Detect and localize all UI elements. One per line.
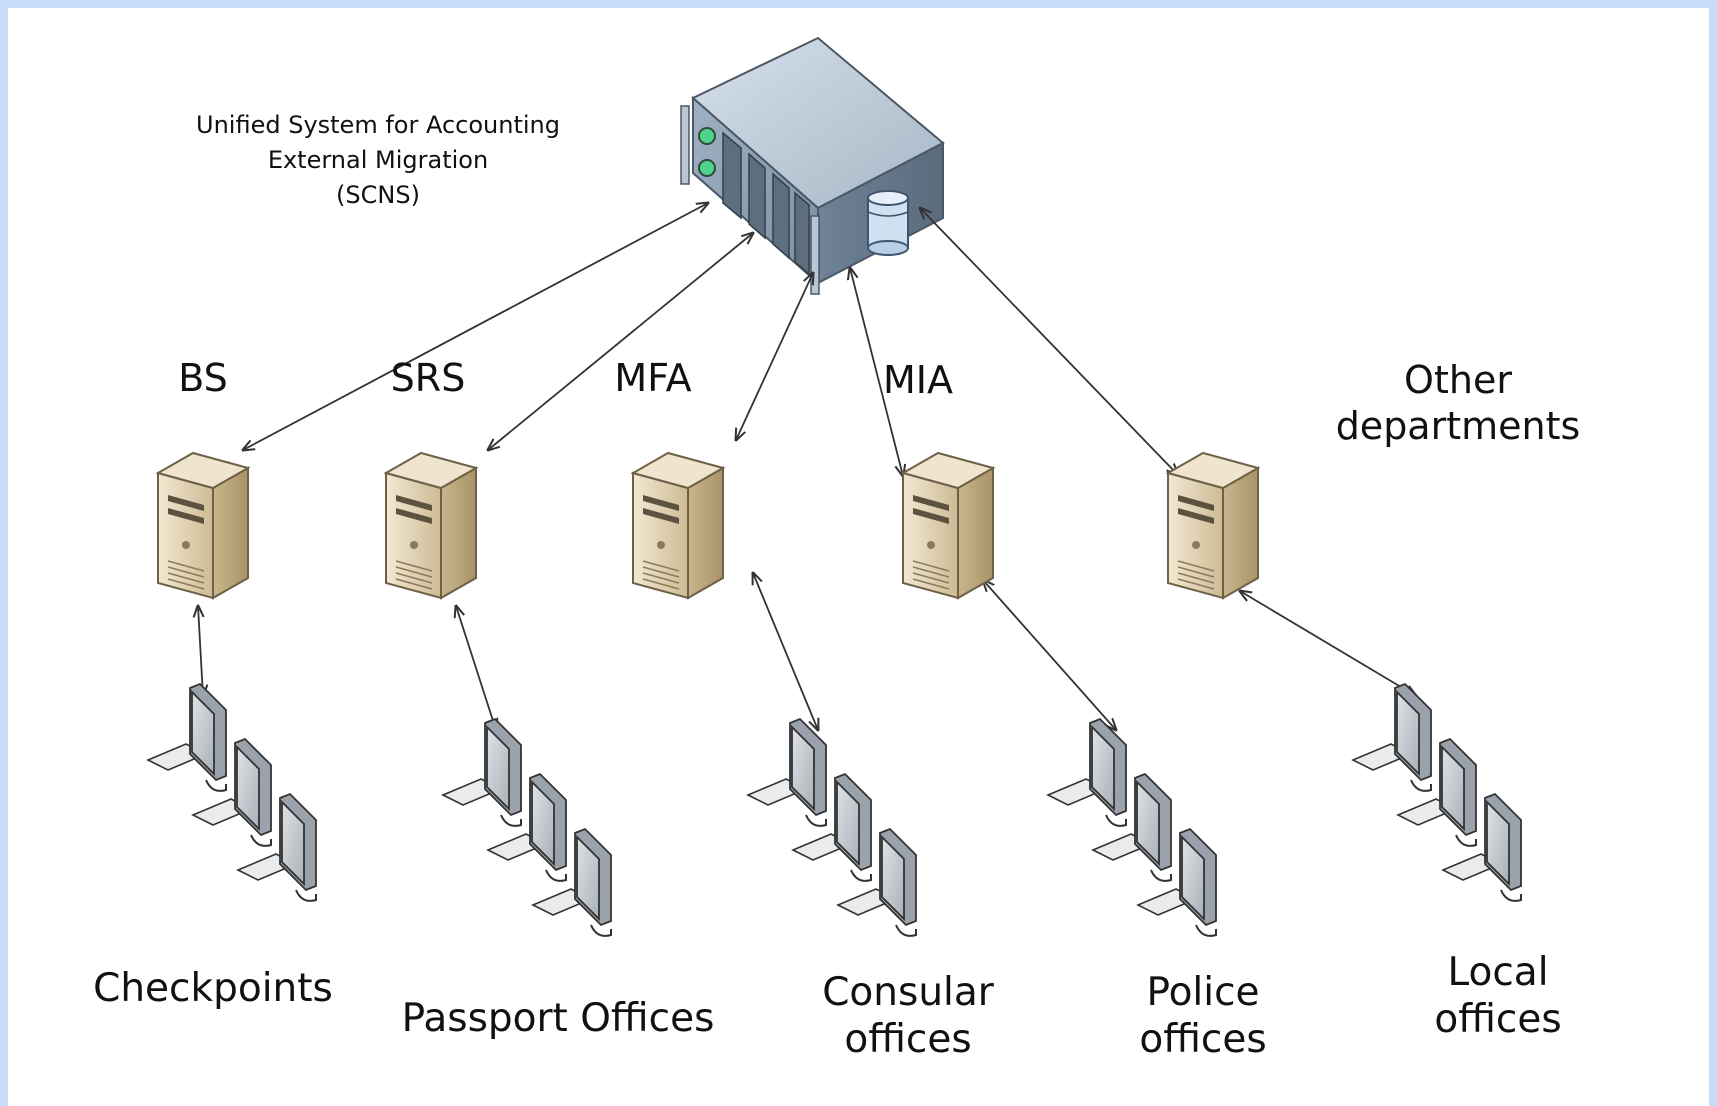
- central-system-label: Unified System for Accounting External M…: [168, 108, 588, 212]
- tower-server-icon-other: [1165, 451, 1261, 600]
- office-label-police-line2: offices: [1139, 1016, 1267, 1062]
- office-workstations: [146, 682, 1522, 937]
- workstation-cluster-icon-mfa: [746, 717, 917, 937]
- office-label-police-offices: Police offices: [1093, 970, 1313, 1064]
- tower-server-icon-bs: [155, 451, 251, 600]
- mainframe-server-icon: [680, 36, 945, 295]
- central-system-title-line3: (SCNS): [336, 180, 420, 209]
- workstation-cluster-icon-mia: [1046, 717, 1217, 937]
- department-label-other: Other departments: [1328, 358, 1588, 449]
- office-label-consular-offices: Consular offices: [788, 970, 1028, 1064]
- department-label-mfa: MFA: [614, 356, 692, 400]
- central-system-title-line2: External Migration: [267, 145, 489, 174]
- hub-arrow-mia: [850, 268, 903, 476]
- office-arrow-mfa: [753, 573, 818, 730]
- office-label-consular-line2: offices: [844, 1016, 972, 1062]
- hub-arrow-srs: [488, 233, 753, 450]
- department-label-other-line2: departments: [1335, 403, 1581, 448]
- office-label-police-line1: Police: [1146, 970, 1260, 1015]
- diagram-graphics: [146, 36, 1522, 937]
- office-arrow-other: [1240, 591, 1416, 696]
- office-label-local-offices: Local offices: [1388, 950, 1608, 1044]
- connection-arrows: [198, 203, 1416, 730]
- department-label-srs: SRS: [390, 356, 466, 400]
- department-label-other-line1: Other: [1404, 358, 1512, 402]
- hub-arrow-mfa: [736, 273, 813, 440]
- department-label-mia: MIA: [883, 358, 953, 402]
- workstation-cluster-icon-bs: [146, 682, 317, 902]
- tower-server-icon-mia: [900, 451, 996, 600]
- diagram-canvas: Unified System for Accounting External M…: [8, 8, 1709, 1106]
- hub-arrow-other: [920, 208, 1178, 475]
- office-label-checkpoints: Checkpoints: [93, 966, 333, 1011]
- office-label-local-line1: Local: [1447, 950, 1549, 995]
- workstation-cluster-icon-srs: [441, 717, 612, 937]
- office-arrow-srs: [456, 606, 496, 730]
- department-label-bs: BS: [178, 356, 228, 400]
- office-label-passport-offices: Passport Offices: [401, 996, 715, 1041]
- tower-server-icon-mfa: [630, 451, 726, 600]
- tower-server-icon-srs: [383, 451, 479, 600]
- office-arrow-mia: [983, 580, 1116, 730]
- workstation-cluster-icon-other: [1351, 682, 1522, 902]
- office-arrow-bs: [198, 606, 203, 696]
- office-label-local-line2: offices: [1434, 996, 1562, 1042]
- central-system-title-line1: Unified System for Accounting: [196, 111, 560, 139]
- department-servers: [155, 451, 1261, 600]
- office-label-consular-line1: Consular: [822, 970, 994, 1015]
